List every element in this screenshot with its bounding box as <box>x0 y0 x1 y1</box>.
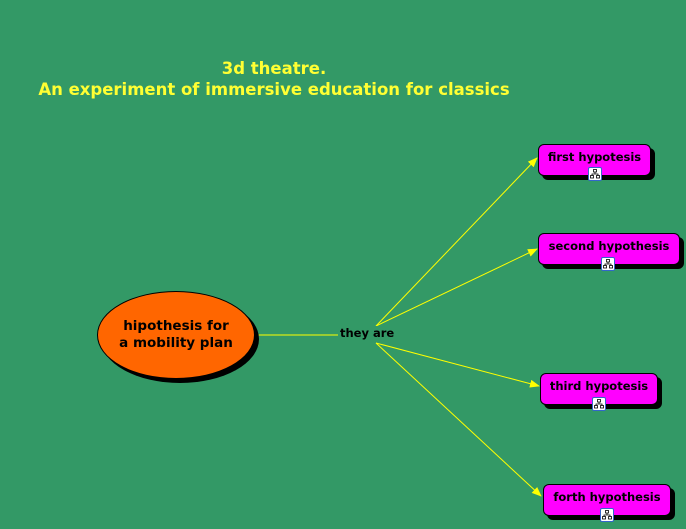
arrow-to-first-hypotesis <box>375 157 538 327</box>
concept-map-link-icon[interactable] <box>588 167 602 181</box>
central-concept-label: hipothesis for a mobility plan <box>119 318 233 351</box>
concept-map-link-icon[interactable] <box>601 257 615 271</box>
central-concept-node[interactable]: hipothesis for a mobility plan <box>97 291 255 379</box>
concept-map-link-icon[interactable] <box>600 508 614 522</box>
diagram-title-line-1: 3d theatre. <box>221 59 327 78</box>
hypothesis-label-3: third hypotesis <box>549 379 649 393</box>
arrow-to-second-hypothesis <box>375 248 538 327</box>
diagram-title-line-2: An experiment of immersive education for… <box>38 80 510 99</box>
hypothesis-label-2: second hypothesis <box>548 239 670 253</box>
arrow-to-third-hypotesis <box>375 342 540 388</box>
hypothesis-label-1: first hypotesis <box>547 150 642 164</box>
hypothesis-node-3[interactable]: third hypotesis <box>540 373 658 405</box>
link-phrase[interactable]: they are <box>338 326 397 341</box>
arrow-to-forth-hypothesis <box>375 342 542 497</box>
hypothesis-label-4: forth hypothesis <box>553 490 661 504</box>
concept-map-link-icon[interactable] <box>592 397 606 411</box>
